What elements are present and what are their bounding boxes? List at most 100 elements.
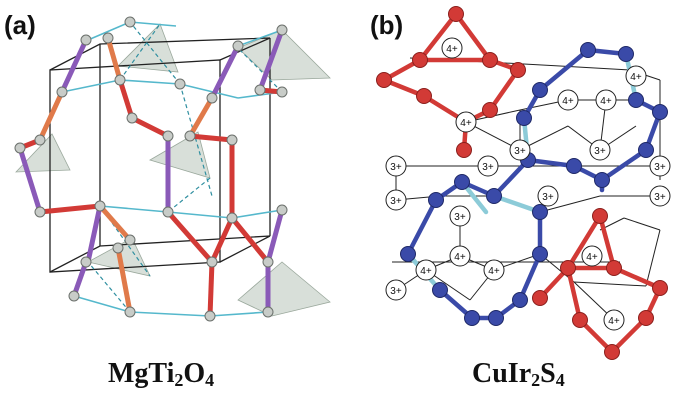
atom-red [652,280,668,296]
atom-blue [628,92,644,108]
atom-red [482,102,498,118]
atom-red [572,312,588,328]
atom-red [482,52,498,68]
charge-label: 4+ [586,252,598,263]
charge-label: 3+ [454,212,466,223]
atom-blue [464,310,480,326]
atom-red [532,290,548,306]
site-3plus: 3+ [477,155,499,177]
mgti2o4-structure [14,16,331,322]
atom [262,306,274,318]
atom-blue [512,292,528,308]
charge-label: 4+ [562,96,574,107]
atom-red [604,344,620,360]
charge-label: 3+ [390,286,402,297]
atom [126,112,138,124]
atom-blue [638,142,654,158]
atom-blue [488,310,504,326]
atom [276,86,288,98]
charge-label: 4+ [608,316,620,327]
panel-b-label: (b) [370,10,404,40]
atom [68,290,80,302]
atom-blue [428,192,444,208]
charge-label: 4+ [420,266,432,277]
atom-red [412,52,428,68]
ir-atoms [400,42,668,326]
atom [114,74,126,86]
site-4plus: 4+ [603,309,625,331]
caption-part: O [183,358,206,389]
atom [276,24,288,36]
charge-label: 3+ [390,196,402,207]
atom-blue [532,246,548,262]
atom-blue [532,204,548,220]
caption-cuir2s4: CuIr2S4 [472,358,565,391]
tetrahedron [15,133,71,173]
atom-blue [566,158,582,174]
site-3plus: 3+ [649,155,671,177]
charge-label: 3+ [654,192,666,203]
atom [80,256,92,268]
atom-red [606,260,622,276]
site-3plus: 3+ [385,279,407,301]
atom-blue [580,42,596,58]
site-3plus: 3+ [589,139,611,161]
site-3plus: 3+ [649,185,671,207]
site-4plus: 4+ [557,89,579,111]
atom [162,206,174,218]
site-4plus: 4+ [625,65,647,87]
atoms-a [14,16,288,322]
cuir2s4-structure: 4+ 4+ 4+ 4+ 4+ 3+ 3+ 3+ 3+ 3+ 3+ 3+ 3+ 3… [376,6,671,360]
atom-red [456,142,472,158]
atom [206,92,218,104]
atom [276,204,288,216]
caption-subscript: 4 [555,370,565,390]
atom [34,134,46,146]
atom [124,306,136,318]
panel-a-label: (a) [4,10,36,40]
atom [124,234,136,246]
charge-label: 3+ [514,146,526,157]
atom [34,206,46,218]
atom-blue [400,246,416,262]
atom-blue [454,174,470,190]
atom [124,16,136,28]
mg-bonds [17,27,285,315]
atom [232,40,244,52]
charge-label: 4+ [460,118,472,129]
atom-blue [618,46,634,62]
atom [14,142,26,154]
atom [204,310,216,322]
site-4plus: 4+ [441,37,463,59]
atom [254,84,266,96]
charge-label: 3+ [482,162,494,173]
site-4plus: 4+ [581,245,603,267]
atom [80,34,92,46]
tetrahedron [117,23,179,73]
caption-part: S [540,358,556,389]
atom [262,256,274,268]
caption-subscript: 2 [174,370,184,390]
charge-label: 4+ [630,72,642,83]
tetrahedron [237,29,331,81]
atom-red [560,260,576,276]
atom [226,212,238,224]
atom-blue [594,172,610,188]
atom-blue [652,104,668,120]
atom [226,134,238,146]
charge-label: 4+ [446,44,458,55]
charge-label: 3+ [390,162,402,173]
charge-label: 3+ [542,192,554,203]
atom [162,130,174,142]
atom-red [416,88,432,104]
site-3plus: 3+ [449,205,471,227]
atom [94,200,106,212]
atom-red [376,72,392,88]
caption-subscript: 2 [531,370,541,390]
caption-subscript: 4 [205,370,215,390]
charge-label: 3+ [654,162,666,173]
site-3plus: 3+ [385,189,407,211]
site-4plus: 4+ [595,89,617,111]
tetrahedron [149,131,211,179]
charge-label: 4+ [488,266,500,277]
